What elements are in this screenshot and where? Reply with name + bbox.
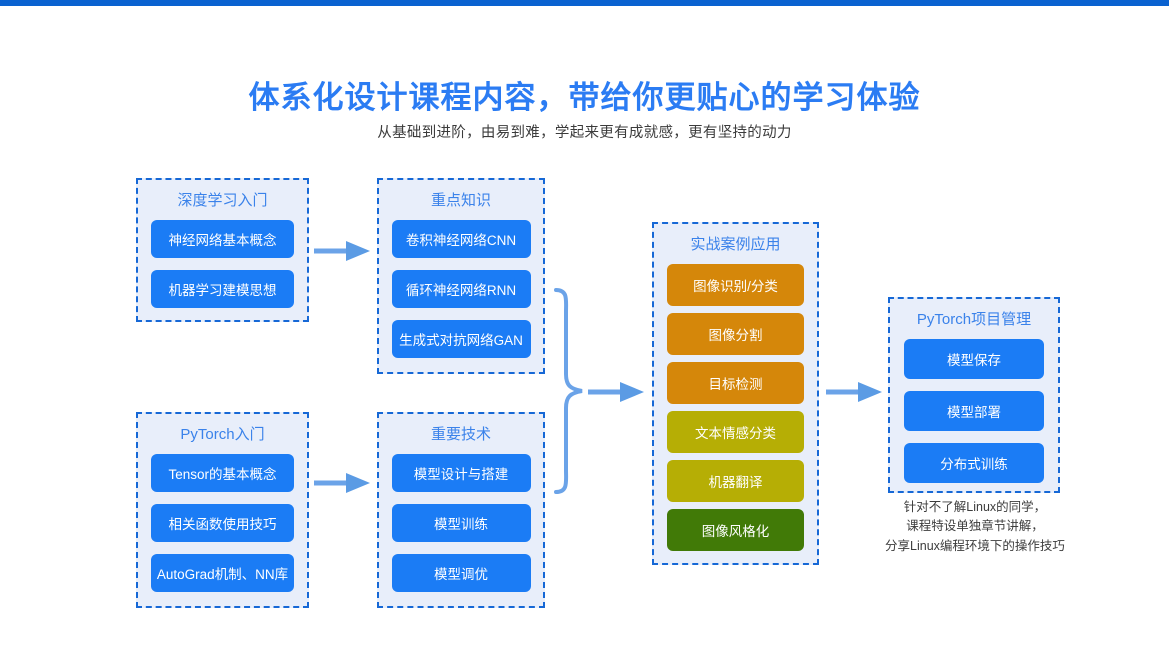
arrow-pytorch-to-tech-icon (314, 473, 370, 493)
panel-intro: 深度学习入门 神经网络基本概念 机器学习建模思想 (136, 178, 309, 322)
chip-cases-4[interactable]: 机器翻译 (667, 460, 804, 502)
chip-cases-1[interactable]: 图像分割 (667, 313, 804, 355)
chip-intro-1[interactable]: 机器学习建模思想 (151, 270, 294, 308)
chip-project-2[interactable]: 分布式训练 (904, 443, 1044, 483)
panel-project: PyTorch项目管理 模型保存 模型部署 分布式训练 (888, 297, 1060, 493)
chip-core-2[interactable]: 生成式对抗网络GAN (391, 320, 531, 358)
panel-core: 重点知识 卷积神经网络CNN 循环神经网络RNN 生成式对抗网络GAN (377, 178, 545, 374)
panel-core-title: 重点知识 (430, 192, 491, 209)
merge-brace-icon (554, 288, 583, 494)
panel-tech: 重要技术 模型设计与搭建 模型训练 模型调优 (377, 412, 545, 608)
chip-project-1[interactable]: 模型部署 (904, 391, 1044, 431)
chip-cases-3[interactable]: 文本情感分类 (667, 411, 804, 453)
panel-cases: 实战案例应用 图像识别/分类 图像分割 目标检测 文本情感分类 机器翻译 图像风… (652, 222, 819, 565)
panel-project-title: PyTorch项目管理 (916, 311, 1032, 328)
chip-core-1[interactable]: 循环神经网络RNN (391, 270, 531, 308)
panel-cases-title: 实战案例应用 (690, 236, 781, 253)
top-accent-bar (0, 0, 1169, 6)
panel-pytorch: PyTorch入门 Tensor的基本概念 相关函数使用技巧 AutoGrad机… (136, 412, 309, 608)
chip-core-0[interactable]: 卷积神经网络CNN (391, 220, 531, 258)
chip-cases-0[interactable]: 图像识别/分类 (667, 264, 804, 306)
chip-pytorch-2[interactable]: AutoGrad机制、NN库 (151, 554, 294, 592)
chip-tech-2[interactable]: 模型调优 (391, 554, 531, 592)
arrow-brace-to-cases-icon (588, 382, 644, 402)
page-title: 体系化设计课程内容，带给你更贴心的学习体验 (248, 80, 921, 115)
chip-project-0[interactable]: 模型保存 (904, 339, 1044, 379)
project-note: 针对不了解Linux的同学， 课程特设单独章节讲解， 分享Linux编程环境下的… (885, 500, 1065, 553)
arrow-cases-to-project-icon (826, 382, 882, 402)
chip-tech-1[interactable]: 模型训练 (391, 504, 531, 542)
chip-tech-0[interactable]: 模型设计与搭建 (391, 454, 531, 492)
chip-cases-5[interactable]: 图像风格化 (667, 509, 804, 551)
arrow-intro-to-core-icon (314, 241, 370, 261)
chip-intro-0[interactable]: 神经网络基本概念 (151, 220, 294, 258)
chip-pytorch-0[interactable]: Tensor的基本概念 (151, 454, 294, 492)
chip-pytorch-1[interactable]: 相关函数使用技巧 (151, 504, 294, 542)
panel-intro-title: 深度学习入门 (177, 192, 268, 209)
page-subtitle: 从基础到进阶，由易到难，学起来更有成就感，更有坚持的动力 (377, 125, 792, 141)
panel-tech-title: 重要技术 (430, 426, 491, 443)
panel-pytorch-title: PyTorch入门 (180, 426, 265, 443)
chip-cases-2[interactable]: 目标检测 (667, 362, 804, 404)
